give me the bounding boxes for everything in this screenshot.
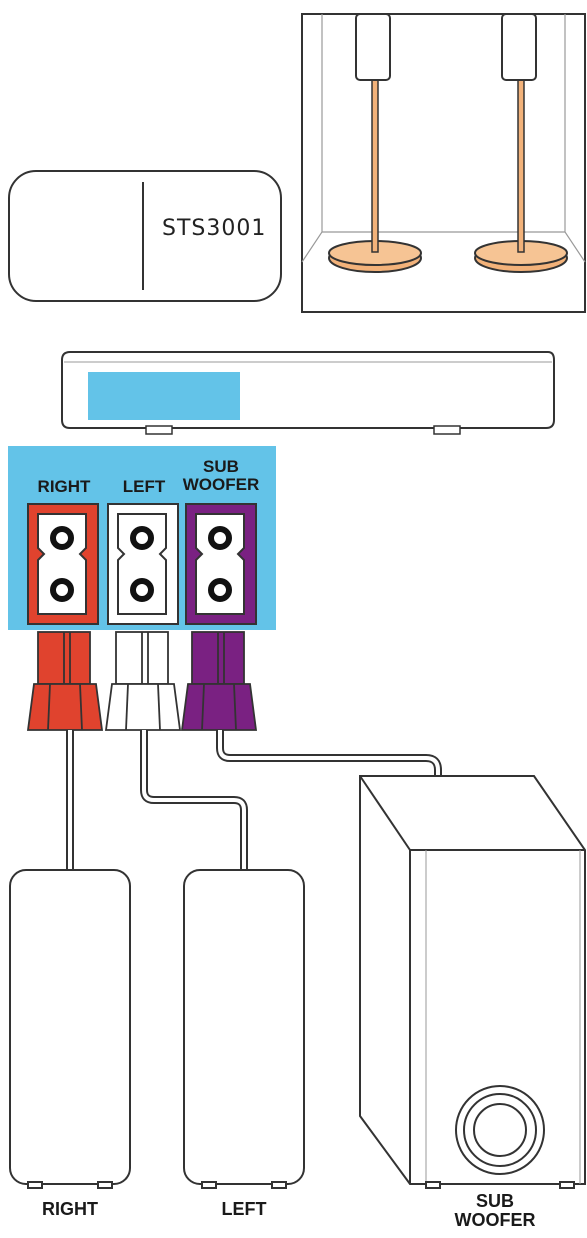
speaker-stand-left (328, 13, 422, 273)
speaker-left (183, 869, 305, 1189)
product-code: STS3001 (162, 216, 267, 241)
speaker-label-right: RIGHT (42, 1199, 98, 1219)
port-label-right: RIGHT (37, 477, 91, 496)
plug-left (104, 631, 182, 731)
cable-subwoofer (216, 730, 442, 776)
plug-right (26, 631, 104, 731)
cable-left (140, 730, 248, 872)
port-label-subwoofer: SUB WOOFER (182, 457, 260, 494)
port-label-left: LEFT (122, 477, 166, 496)
port-right (27, 503, 99, 625)
speaker-label-subwoofer: SUB WOOFER (454, 1191, 536, 1230)
soundbar-display (88, 372, 240, 420)
card-divider (142, 182, 144, 290)
soundbar (61, 351, 555, 435)
product-card[interactable] (8, 170, 282, 302)
port-subwoofer (185, 503, 257, 625)
speaker-right (9, 869, 131, 1189)
plug-subwoofer (180, 631, 258, 731)
subwoofer (359, 775, 586, 1189)
port-left (107, 503, 179, 625)
speaker-stand-right (474, 13, 568, 273)
speaker-label-left: LEFT (221, 1199, 267, 1219)
